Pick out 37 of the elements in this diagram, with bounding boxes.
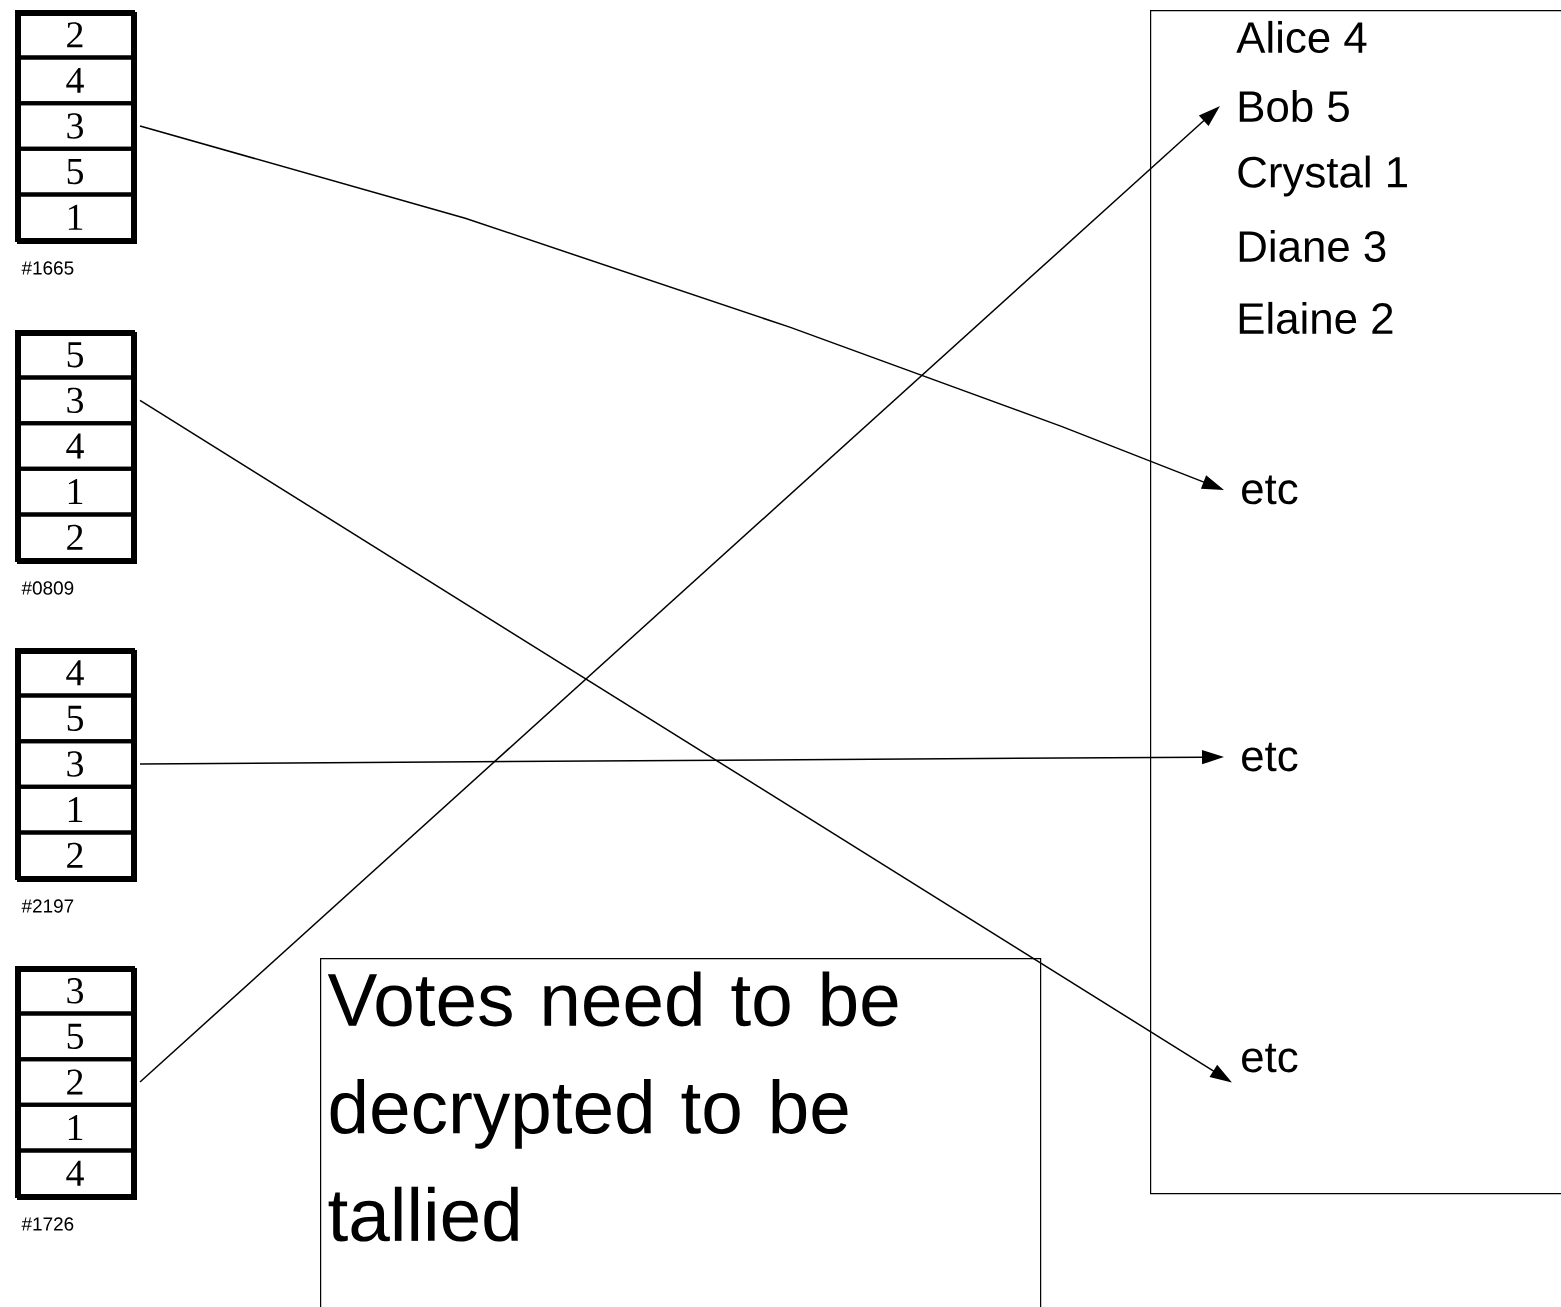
ballot-cell: 1	[15, 192, 135, 242]
ballot-cell: 5	[15, 693, 135, 744]
ballot-cell: 4	[15, 421, 135, 471]
ballot-cell: 5	[15, 146, 135, 197]
ballot-cell: 1	[15, 466, 135, 517]
ballot-cell: 2	[15, 1057, 135, 1107]
tally-entry: Alice 4	[1236, 20, 1367, 54]
tally-entry: etc	[1242, 475, 1298, 505]
ballot-number: #0809	[21, 581, 74, 595]
tally-entry: Crystal 1	[1238, 155, 1407, 197]
ballot-card	[17, 968, 137, 1200]
ballot-cell: 1	[15, 784, 135, 835]
ballot-cell: 3	[15, 739, 135, 789]
tally-entry: etc	[1242, 1043, 1298, 1073]
ballot-cell: 2	[15, 10, 135, 60]
ballot-cell: 2	[15, 512, 135, 562]
ballot-number: #1726	[21, 1217, 74, 1231]
ballot-cell: 3	[15, 375, 135, 426]
ballot-cell: 5	[15, 1011, 135, 1062]
ballot-cell: 1	[15, 1102, 135, 1153]
ballot-cell: 3	[15, 101, 135, 151]
ballot-number: #1665	[21, 261, 74, 275]
note-box: Votes need to be decrypted to be tallied	[320, 958, 1042, 1307]
ballot-cell: 2	[15, 830, 135, 880]
ballot-cell: 4	[15, 1148, 135, 1198]
ballot-cell: 5	[15, 330, 135, 380]
ballot-cell: 4	[15, 648, 135, 698]
tally-entry: etc	[1242, 742, 1298, 772]
tally-entry: Bob 5	[1239, 89, 1349, 123]
ballot-cell: 3	[15, 966, 135, 1016]
ballot-card	[17, 12, 137, 244]
tally-entry: Diane 3	[1239, 229, 1386, 263]
ballot-cell: 4	[15, 55, 135, 106]
ballot-card	[17, 650, 137, 882]
ballot-number: #2197	[21, 899, 74, 913]
tally-entry: Elaine 2	[1239, 301, 1393, 335]
ballot-card	[17, 332, 137, 564]
